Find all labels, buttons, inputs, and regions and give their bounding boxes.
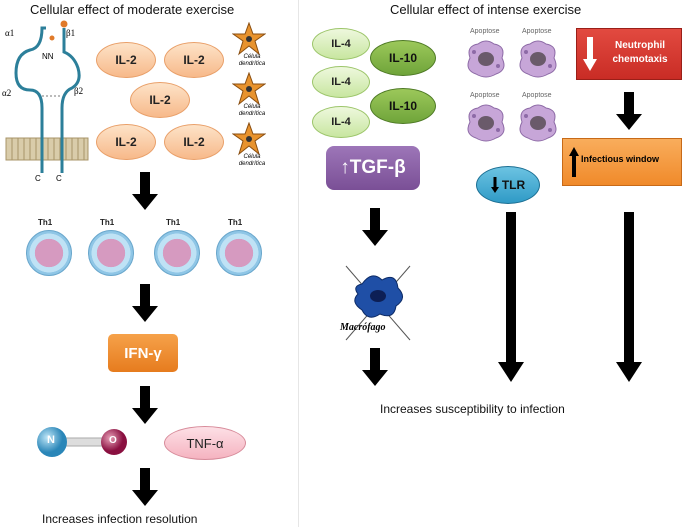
no-n-label: N xyxy=(47,434,55,446)
il4-ellipse: IL-4 xyxy=(312,66,370,98)
dendritic-label: Célula dendrítica xyxy=(238,54,266,67)
down-arrow-icon xyxy=(362,348,388,386)
th1-label: Th1 xyxy=(38,218,53,227)
ifn-gamma-box: IFN-γ xyxy=(108,334,178,372)
il4-ellipse: IL-4 xyxy=(312,106,370,138)
il4-ellipse: IL-4 xyxy=(312,28,370,60)
apoptose-label: Apoptose xyxy=(470,28,500,35)
apoptotic-cell-icon xyxy=(467,104,505,142)
infectious-window-box: Infectious window xyxy=(562,138,682,186)
tlr-ellipse: TLR xyxy=(476,166,540,204)
il2-ellipse: IL-2 xyxy=(164,42,224,78)
down-arrow-icon xyxy=(132,386,158,424)
il2-ellipse: IL-2 xyxy=(130,82,190,118)
apoptose-label: Apoptose xyxy=(522,28,552,35)
th1-cell xyxy=(154,230,200,276)
apoptotic-cell-icon xyxy=(467,40,505,78)
neutrophil-box: Neutrophil chemotaxis xyxy=(576,28,682,80)
no-o-label: O xyxy=(109,435,117,446)
tgf-beta-box: ↑TGF-β xyxy=(326,146,420,190)
dendritic-cell-icon xyxy=(232,72,266,106)
beta1-label: β1 xyxy=(66,28,76,38)
dendritic-label: Célula dendrítica xyxy=(238,104,266,117)
il2-ellipse: IL-2 xyxy=(96,42,156,78)
il2-ellipse: IL-2 xyxy=(96,124,156,160)
apoptotic-cell-icon xyxy=(519,104,557,142)
left-title: Cellular effect of moderate exercise xyxy=(30,2,235,17)
nitric-oxide-molecule xyxy=(37,427,127,457)
c-right-label: C xyxy=(56,174,62,183)
th1-cell xyxy=(88,230,134,276)
down-arrow-icon xyxy=(362,208,388,246)
tlr-label: TLR xyxy=(501,178,526,192)
infectious-window-label: Infectious window xyxy=(581,154,659,164)
beta2-label: β2 xyxy=(74,86,84,96)
down-arrow-icon xyxy=(616,212,642,382)
down-arrow-icon xyxy=(490,177,499,193)
c-left-label: C xyxy=(35,174,41,183)
apoptose-label: Apoptose xyxy=(522,92,552,99)
il10-ellipse: IL-10 xyxy=(370,88,436,124)
right-result: Increases susceptibility to infection xyxy=(380,402,565,416)
th1-label: Th1 xyxy=(100,218,115,227)
down-arrow-icon xyxy=(132,468,158,506)
nn-label: NN xyxy=(42,52,54,61)
left-result: Increases infection resolution xyxy=(42,512,198,526)
alpha1-label: α1 xyxy=(5,28,15,38)
alpha2-label: α2 xyxy=(2,88,12,98)
up-arrow-icon xyxy=(569,147,579,177)
th1-label: Th1 xyxy=(166,218,181,227)
dendritic-cell-icon xyxy=(232,122,266,156)
th1-cell xyxy=(216,230,262,276)
apoptose-label: Apoptose xyxy=(470,92,500,99)
il2-ellipse: IL-2 xyxy=(164,124,224,160)
th1-label: Th1 xyxy=(228,218,243,227)
th1-cell xyxy=(26,230,72,276)
macrophage-crossed-icon xyxy=(345,265,411,341)
down-arrow-icon xyxy=(132,284,158,322)
down-arrow-icon xyxy=(498,212,524,382)
il10-ellipse: IL-10 xyxy=(370,40,436,76)
right-title: Cellular effect of intense exercise xyxy=(390,2,582,17)
dendritic-cell-icon xyxy=(232,22,266,56)
down-arrow-icon xyxy=(132,172,158,210)
integrin-diagram xyxy=(5,20,89,173)
down-arrow-icon xyxy=(616,92,642,130)
panel-divider xyxy=(298,0,299,527)
dendritic-label: Célula dendrítica xyxy=(238,154,266,167)
down-arrow-icon xyxy=(583,37,597,71)
neutrophil-label: Neutrophil chemotaxis xyxy=(612,40,668,65)
apoptotic-cell-icon xyxy=(519,40,557,78)
tnf-alpha-ellipse: TNF-α xyxy=(164,426,246,460)
macrophage-label: Macrófago xyxy=(340,322,386,333)
